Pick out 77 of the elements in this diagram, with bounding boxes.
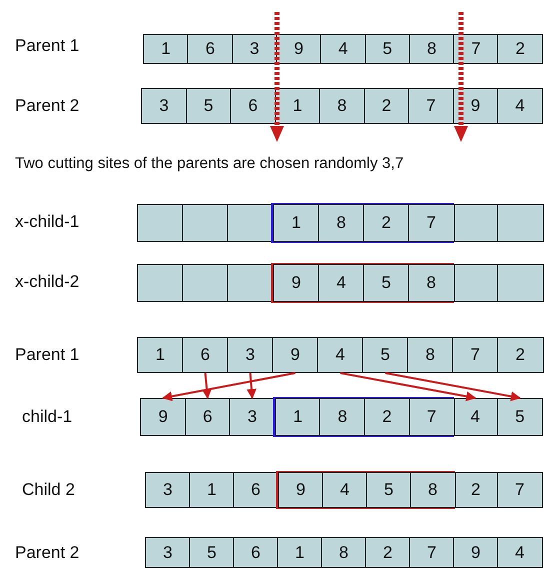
gene-cell: 6 — [230, 88, 276, 124]
gene-cell: 8 — [319, 398, 366, 436]
gene-cell: 5 — [186, 88, 232, 124]
gene-cell: 4 — [497, 537, 542, 568]
gene-cell: 6 — [187, 34, 234, 64]
gene-cell: 4 — [322, 472, 368, 508]
gene-cell: 1 — [143, 34, 189, 64]
gene-cell: 4 — [497, 88, 543, 124]
gene-cell: 5 — [366, 472, 412, 508]
arrow — [202, 372, 212, 399]
gene-cell: 2 — [497, 337, 544, 373]
row-label: Parent 2 — [15, 96, 80, 116]
gene-cell: 2 — [365, 537, 410, 568]
gene-cell: 9 — [276, 34, 322, 64]
gene-cell: 7 — [497, 472, 542, 508]
gene-cell: 7 — [409, 537, 454, 568]
gene-cell: 6 — [233, 537, 278, 568]
gene-cell: 3 — [141, 88, 187, 124]
gene-cell: 9 — [272, 337, 318, 373]
gene-cell: 8 — [318, 204, 364, 242]
gene-cell: 1 — [277, 537, 322, 568]
row-label: Parent 1 — [15, 36, 80, 56]
gene-cell: 6 — [233, 472, 278, 508]
row-label: Child 2 — [22, 480, 75, 500]
arrow — [340, 372, 476, 402]
row-label: x-child-1 — [15, 212, 80, 232]
gene-cell: 4 — [320, 34, 366, 64]
gene-cell: 8 — [407, 337, 454, 373]
gene-cell: 4 — [452, 398, 498, 436]
gene-cell: 1 — [137, 337, 184, 373]
gene-cell: 5 — [362, 337, 408, 373]
gene-cell: 7 — [408, 204, 454, 242]
gene-cell: 3 — [232, 34, 278, 64]
row-label: x-child-2 — [15, 272, 80, 292]
gene-cell: 8 — [408, 264, 454, 302]
gene-cell: 6 — [182, 337, 228, 373]
row-label: Parent 2 — [15, 543, 80, 563]
gene-cell: 5 — [363, 264, 410, 302]
gene-cell: 7 — [452, 337, 498, 373]
gene-cell: 3 — [229, 398, 276, 436]
row-label: child-1 — [22, 407, 72, 427]
gene-cell: 5 — [496, 398, 543, 436]
gene-cell: 3 — [145, 472, 190, 508]
gene-cell: 9 — [278, 472, 324, 508]
highlight-frame — [271, 263, 454, 303]
highlight-frame — [276, 471, 455, 509]
gene-cell: 2 — [363, 204, 410, 242]
arrow — [246, 372, 256, 399]
gene-cell: 1 — [274, 398, 321, 436]
gene-cell: 8 — [410, 472, 456, 508]
gene-cell: 3 — [227, 337, 274, 373]
gene-cell: 1 — [273, 204, 320, 242]
gene-cell: 7 — [408, 88, 454, 124]
gene-cell: 2 — [364, 88, 410, 124]
gene-cell: 6 — [184, 398, 231, 436]
gene-cell: 2 — [364, 398, 410, 436]
gene-cell: 7 — [408, 398, 455, 436]
gene-cell: 1 — [274, 88, 320, 124]
gene-cell: 8 — [321, 537, 366, 568]
row-label: Parent 1 — [15, 345, 80, 365]
gene-cell: 5 — [189, 537, 234, 568]
gene-cell: 9 — [140, 398, 186, 436]
highlight-frame — [272, 397, 454, 437]
gene-cell: 9 — [453, 537, 498, 568]
arrow — [162, 372, 296, 402]
gene-cell: 5 — [364, 34, 410, 64]
gene-cell: 8 — [319, 88, 365, 124]
gene-cell: 4 — [318, 264, 364, 302]
gene-cell: 3 — [145, 537, 190, 568]
gene-cell: 2 — [497, 34, 544, 64]
note-text: Two cutting sites of the parents are chosen randomly 3,7 — [15, 155, 404, 173]
arrow — [385, 372, 521, 402]
highlight-frame — [271, 203, 454, 243]
gene-cell: 9 — [273, 264, 320, 302]
gene-cell: 1 — [189, 472, 234, 508]
gene-cell: 8 — [408, 34, 455, 64]
gene-cell: 4 — [317, 337, 364, 373]
